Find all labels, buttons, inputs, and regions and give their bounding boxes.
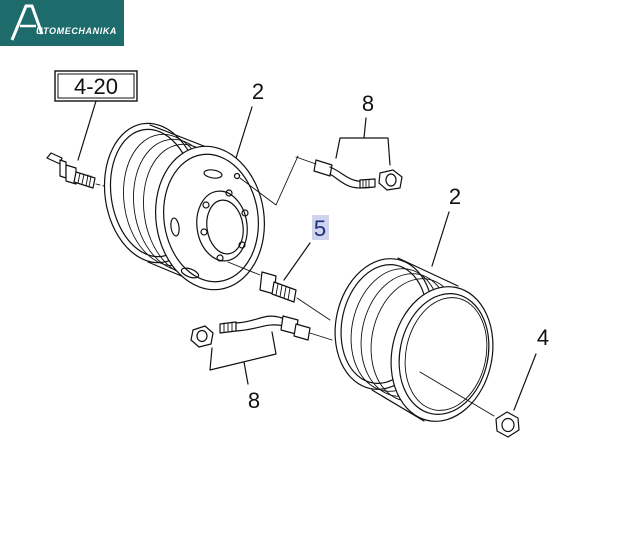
- callout-wheel-lower-text: 2: [449, 184, 461, 209]
- wheel-rim-lower[interactable]: [323, 249, 505, 430]
- leader-line-wheel-lower: [431, 211, 450, 267]
- leader-line-ref: [77, 100, 97, 161]
- bracket-valve-lower: [209, 331, 277, 371]
- letter-a-logo-icon: [10, 4, 44, 41]
- callout-valve-upper: 8: [362, 91, 374, 116]
- callout-wheel-upper: 2: [252, 79, 264, 104]
- leader-line-valve-lower: [243, 361, 249, 385]
- assembly-line-valve-upper: [239, 155, 299, 206]
- brand-logo: UTOMECHANIKA: [0, 0, 124, 46]
- callout-valve-lower: 8: [248, 388, 260, 413]
- leader-line-wheel-upper: [235, 106, 253, 159]
- callout-nut: 4: [537, 325, 549, 350]
- leader-line-bolt: [283, 242, 311, 281]
- hub-stud[interactable]: [46, 152, 105, 189]
- brand-logo-text: UTOMECHANIKA: [36, 26, 118, 36]
- callout-bolt: 5: [314, 216, 326, 241]
- reference-box-label: 4-20: [74, 74, 118, 99]
- wheel-rim-upper[interactable]: [96, 117, 274, 297]
- valve-extension-upper[interactable]: [295, 156, 403, 191]
- wheel-bolt[interactable]: [227, 261, 331, 321]
- wheel-nut[interactable]: [419, 371, 520, 438]
- bracket-valve-upper: [335, 137, 391, 166]
- leader-line-nut: [513, 353, 537, 411]
- valve-extension-lower[interactable]: [190, 315, 333, 348]
- leader-line-valve-upper: [363, 117, 367, 139]
- highlight-box-bolt: [312, 215, 329, 240]
- reference-box-4-20[interactable]: 4-20: [54, 70, 138, 102]
